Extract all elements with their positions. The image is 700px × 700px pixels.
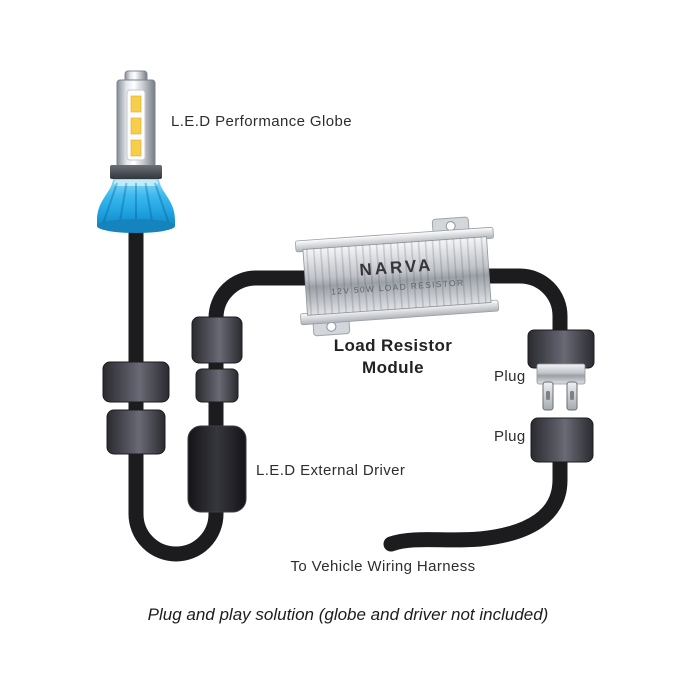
globe-heatsink-ribs xyxy=(102,182,170,225)
left-connector-lower xyxy=(106,409,166,455)
label-led-performance-globe: L.E.D Performance Globe xyxy=(171,113,352,130)
cables xyxy=(128,206,568,562)
middle-connector-lower xyxy=(195,368,239,403)
blade-pin-left-slot xyxy=(546,391,550,400)
middle-connector-upper xyxy=(191,316,243,364)
right-plugs xyxy=(527,329,595,463)
resistor-mount-hole-bottom xyxy=(326,321,337,332)
label-load-resistor-line1: Load Resistor xyxy=(333,336,453,355)
label-vehicle-wiring-harness: To Vehicle Wiring Harness xyxy=(290,558,476,575)
load-resistor-module: NARVA 12V 50W LOAD RESISTOR xyxy=(295,216,499,337)
globe-heatsink xyxy=(97,179,175,226)
plug-bottom-connector xyxy=(530,417,594,463)
globe-led-chips xyxy=(130,95,142,157)
cable-resistor-to-plug xyxy=(422,268,568,354)
caption-plug-and-play: Plug and play solution (globe and driver… xyxy=(147,605,549,624)
left-cable-connectors xyxy=(102,361,170,455)
plug-pin-base xyxy=(536,363,586,385)
resistor-mount-hole-top xyxy=(445,221,456,232)
label-plug-bottom: Plug xyxy=(494,428,526,445)
blade-pin-right-slot xyxy=(570,391,574,400)
led-external-driver-box xyxy=(187,425,247,513)
label-load-resistor-module: Load Resistor Module xyxy=(334,335,453,379)
resistor-body-fins xyxy=(302,236,492,316)
globe-heatsink-highlight xyxy=(114,180,158,186)
label-led-external-driver: L.E.D External Driver xyxy=(256,462,406,479)
plug-blade-pins xyxy=(542,381,578,411)
plug-top-connector xyxy=(527,329,595,369)
label-load-resistor-line2: Module xyxy=(362,358,424,378)
globe-collar xyxy=(110,165,162,179)
left-connector-upper xyxy=(102,361,170,403)
middle-cable-connectors xyxy=(187,316,247,513)
cable-globe-to-driver-loop xyxy=(128,206,360,562)
label-plug-top: Plug xyxy=(494,368,526,385)
led-globe xyxy=(97,70,175,233)
globe-heatsink-base xyxy=(97,219,175,233)
cable-plug-to-harness xyxy=(383,444,568,552)
